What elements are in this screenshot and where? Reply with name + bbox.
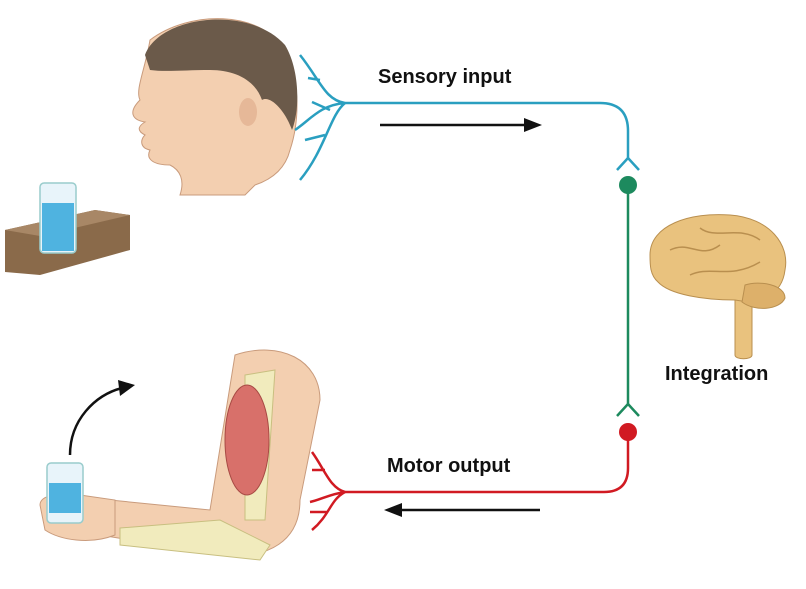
integration-label: Integration [665, 363, 769, 385]
interneuron [616, 176, 640, 417]
sensory-direction-arrow [380, 118, 542, 132]
motor-neuron [309, 423, 637, 531]
lift-motion-arrow [68, 380, 135, 456]
motor-direction-arrow [384, 503, 540, 517]
glass-on-table-illustration [5, 182, 130, 275]
arm-illustration [39, 349, 321, 561]
sensory-neuron [294, 54, 640, 181]
brain-illustration [649, 214, 787, 360]
motor-output-label: Motor output [387, 455, 511, 477]
head-illustration [132, 18, 298, 196]
sensory-input-label: Sensory input [378, 66, 512, 88]
